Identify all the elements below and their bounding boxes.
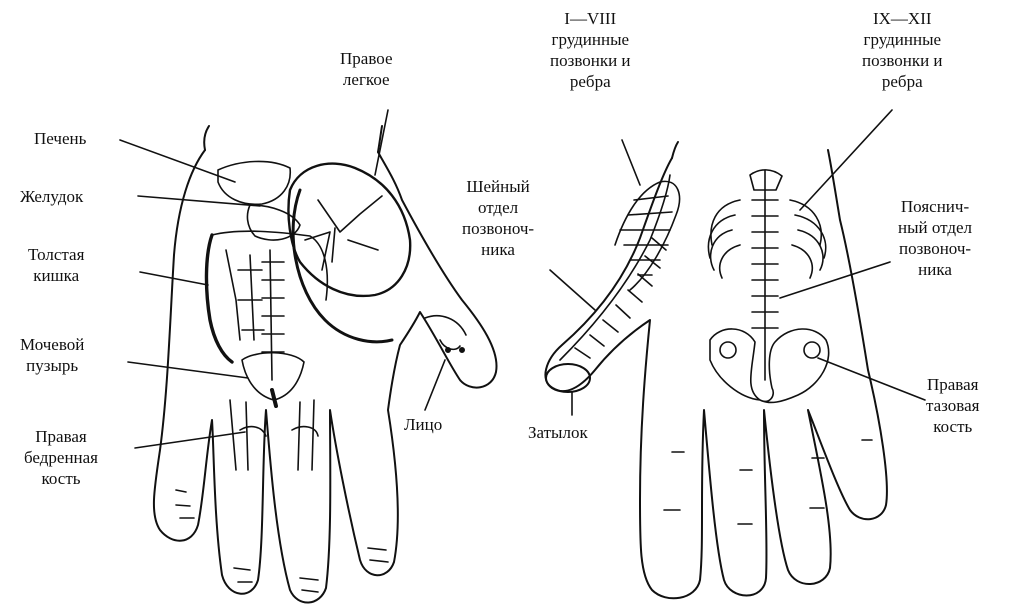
- label-right-femur-line-1: Правая: [24, 426, 98, 447]
- label-colon-line-1: Толстая: [28, 244, 84, 265]
- leader-thoracic-1-8: [622, 140, 640, 185]
- label-thoracic-9-12-line-4: ребра: [862, 71, 943, 92]
- label-lumbar-spine-line-2: ный отдел: [898, 217, 972, 238]
- label-cervical-spine: Шейный отдел позвоноч- ника: [462, 176, 534, 260]
- leader-colon: [140, 272, 208, 285]
- label-thoracic-1-8-line-1: I—VIII: [550, 8, 631, 29]
- label-lumbar-spine-line-3: позвоноч-: [898, 238, 972, 259]
- label-lumbar-spine-line-1: Пояснич-: [898, 196, 972, 217]
- leader-stomach: [138, 196, 260, 206]
- leader-lumbar: [780, 262, 890, 298]
- label-right-femur: Правая бедренная кость: [24, 426, 98, 489]
- leader-femur: [135, 432, 245, 448]
- label-bladder-line-2: пузырь: [20, 355, 84, 376]
- leader-lines: [120, 110, 925, 448]
- label-cervical-spine-line-3: позвоноч-: [462, 218, 534, 239]
- label-thoracic-1-8-line-2: грудинные: [550, 29, 631, 50]
- label-right-pelvic-bone-line-1: Правая: [926, 374, 979, 395]
- label-right-lung-line-2: легкое: [340, 69, 393, 90]
- label-colon-line-2: кишка: [28, 265, 84, 286]
- label-right-pelvic-bone: Правая тазовая кость: [926, 374, 979, 437]
- label-cervical-spine-line-1: Шейный: [462, 176, 534, 197]
- label-thoracic-9-12-line-2: грудинные: [862, 29, 943, 50]
- label-thoracic-1-8-line-4: ребра: [550, 71, 631, 92]
- left-hand-outline: [154, 126, 497, 603]
- label-thoracic-1-8: I—VIII грудинные позвонки и ребра: [550, 8, 631, 92]
- leader-bladder: [128, 362, 248, 378]
- label-stomach: Желудок: [20, 186, 83, 207]
- label-stomach-line-1: Желудок: [20, 186, 83, 207]
- label-occiput-line-1: Затылок: [528, 422, 588, 443]
- label-thoracic-9-12: IX—XII грудинные позвонки и ребра: [862, 8, 943, 92]
- label-cervical-spine-line-4: ника: [462, 239, 534, 260]
- label-bladder-line-1: Мочевой: [20, 334, 84, 355]
- label-colon: Толстая кишка: [28, 244, 84, 286]
- label-right-pelvic-bone-line-2: тазовая: [926, 395, 979, 416]
- leader-thoracic-9-12: [800, 110, 892, 210]
- leader-liver: [120, 140, 235, 182]
- label-thoracic-9-12-line-1: IX—XII: [862, 8, 943, 29]
- label-liver: Печень: [34, 128, 86, 149]
- leader-cervical: [550, 270, 595, 310]
- label-lumbar-spine: Пояснич- ный отдел позвоноч- ника: [898, 196, 972, 280]
- label-thoracic-1-8-line-3: позвонки и: [550, 50, 631, 71]
- label-right-lung: Правое легкое: [340, 48, 393, 90]
- leader-face: [425, 360, 445, 410]
- label-liver-line-1: Печень: [34, 128, 86, 149]
- label-lumbar-spine-line-4: ника: [898, 259, 972, 280]
- label-face: Лицо: [404, 414, 442, 435]
- label-bladder: Мочевой пузырь: [20, 334, 84, 376]
- label-occiput: Затылок: [528, 422, 588, 443]
- left-hand-organs: [176, 161, 466, 592]
- label-thoracic-9-12-line-3: позвонки и: [862, 50, 943, 71]
- label-right-femur-line-2: бедренная: [24, 447, 98, 468]
- label-right-lung-line-1: Правое: [340, 48, 393, 69]
- leader-pelvic: [818, 358, 925, 400]
- label-right-femur-line-3: кость: [24, 468, 98, 489]
- label-cervical-spine-line-2: отдел: [462, 197, 534, 218]
- label-face-line-1: Лицо: [404, 414, 442, 435]
- label-right-pelvic-bone-line-3: кость: [926, 416, 979, 437]
